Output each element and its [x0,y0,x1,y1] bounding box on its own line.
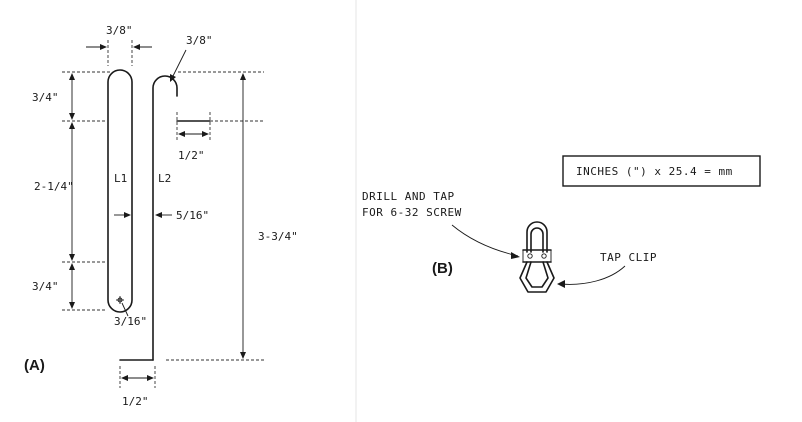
extension-lines [62,40,264,388]
drill-note-line2: FOR 6-32 SCREW [362,206,462,219]
base-width-dimension [121,375,154,381]
label-l1: L1 [114,172,127,185]
left-dimension-lines [69,73,75,309]
dim-bottom-height: 3/4" [32,280,59,293]
hook-leader [171,49,187,79]
label-l2: L2 [158,172,171,185]
drill-note-line1: DRILL AND TAP [362,190,455,203]
panel-b-label: (B) [432,260,453,277]
hole-leader [121,302,129,317]
top-width-dimension [86,44,152,50]
dim-middle-height: 2-1/4" [34,180,74,193]
tap-clip-leader [559,265,626,285]
tap-clip-drawing [519,221,555,293]
panel-a-label: (A) [24,357,45,374]
drill-leader [451,224,519,257]
dim-base-width: 1/2" [122,395,149,408]
dim-top-height: 3/4" [32,91,59,104]
dim-hole-dia: 3/16" [114,315,147,328]
gap-dimension [114,212,172,218]
tap-clip-label: TAP CLIP [600,251,657,264]
dim-gap: 5/16" [176,209,209,222]
dim-stub-width: 1/2" [178,149,205,162]
dim-top-width-left: 3/8" [106,24,133,37]
stub-width-dimension [178,131,209,137]
conversion-note: INCHES (") x 25.4 = mm [576,165,733,178]
l2-conductor [152,75,178,361]
l1-loop [107,69,133,313]
hairpin-element-drawing [107,69,211,361]
dim-total-height: 3-3/4" [258,230,298,243]
dim-top-width-right: 3/8" [186,34,213,47]
total-height-dimension [240,73,246,359]
conversion-box: INCHES (") x 25.4 = mm [562,155,761,187]
